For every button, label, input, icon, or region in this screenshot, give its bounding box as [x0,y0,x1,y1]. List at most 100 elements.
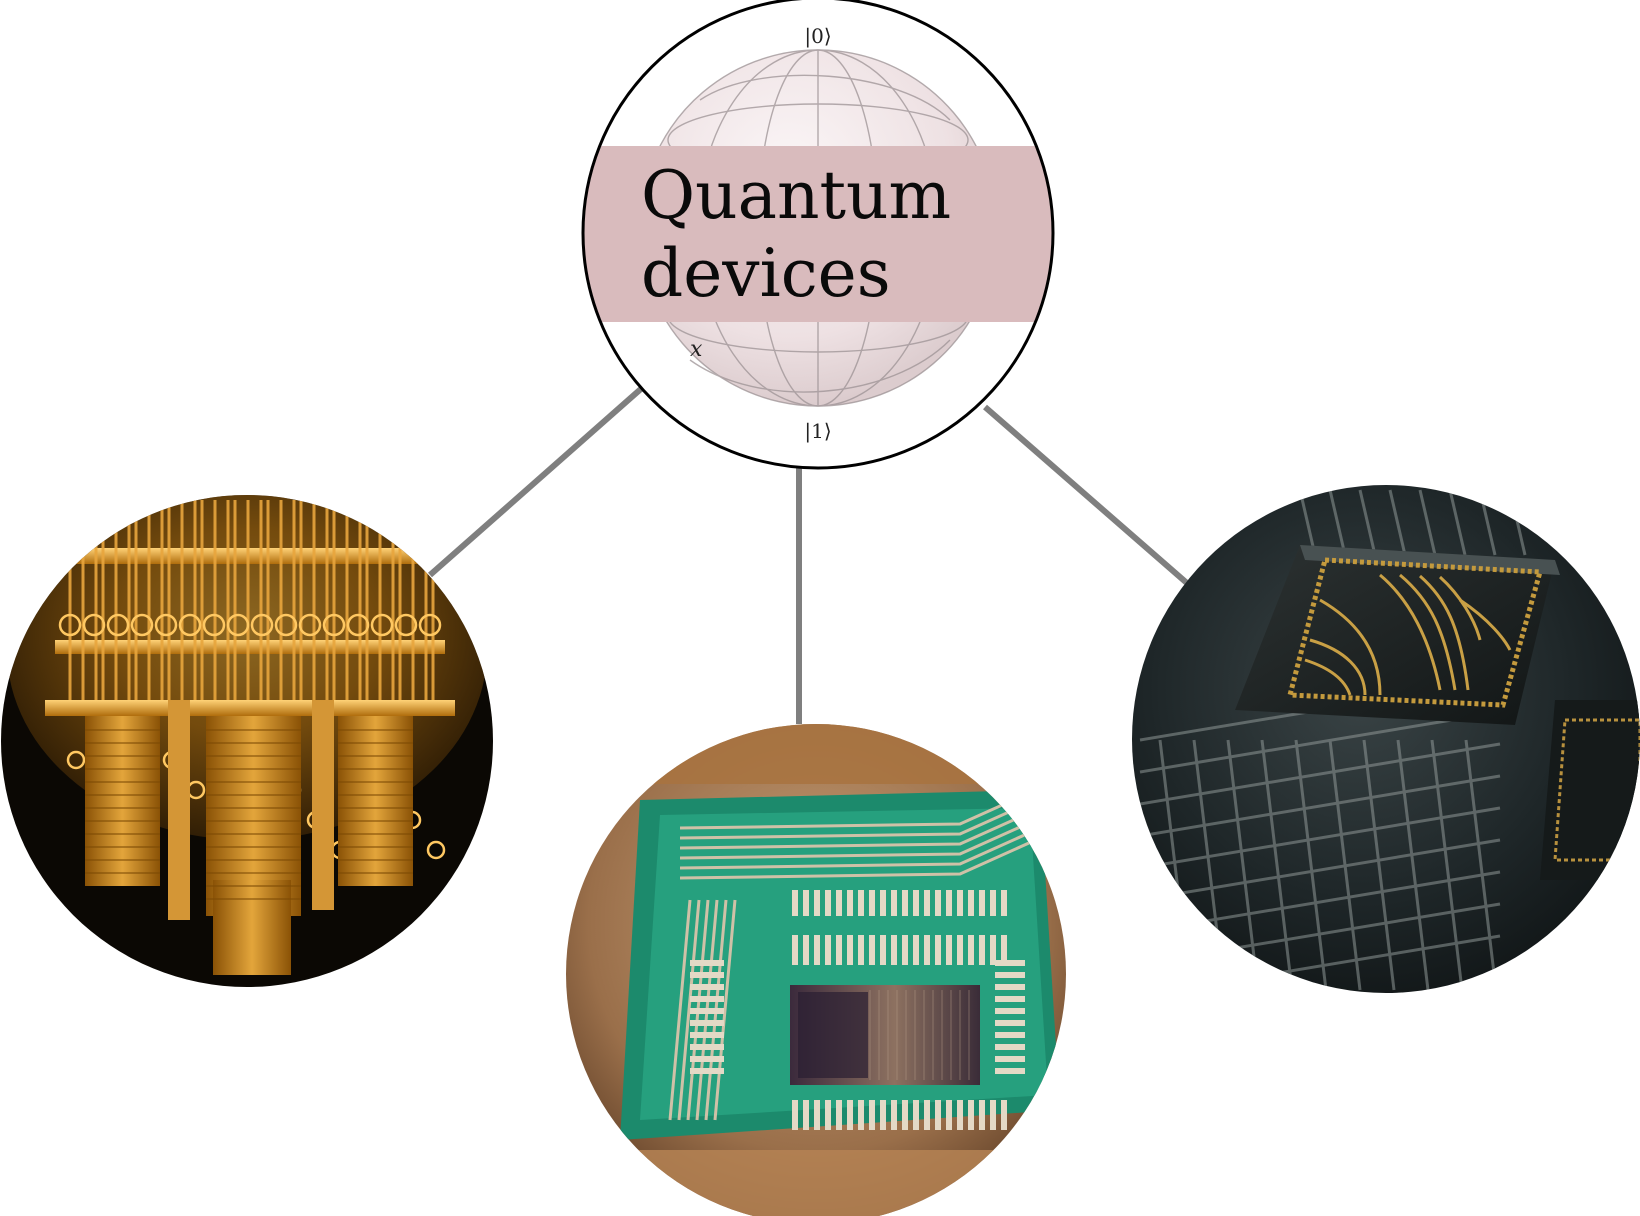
bond-pad [858,890,864,916]
bond-pad [792,890,798,916]
bond-pad [990,890,996,916]
bond-pad [836,935,842,965]
cryostat-coil [274,613,298,637]
cryostat-coil [66,750,86,770]
bond-pad [935,1100,941,1130]
bond-pad [946,935,952,965]
bond-pad [825,935,831,965]
cryostat-coil [154,613,178,637]
bond-pad [858,1100,864,1130]
ket-zero-label: |0⟩ [804,24,831,49]
bond-pad [913,890,919,916]
dilution-refrigerator-photo [1,495,493,987]
bond-pad [957,1100,963,1130]
mesh-strand [1396,739,1430,991]
bond-pad [880,935,886,965]
bond-pad [979,1100,985,1130]
bond-pad [690,1056,724,1062]
mesh-strand [1139,774,1501,838]
cryostat-coil [202,613,226,637]
bond-pad [690,996,724,1002]
bond-pad [1001,935,1007,965]
bond-pad [995,1032,1025,1038]
bond-pad [1001,1100,1007,1130]
bond-pad [847,890,853,916]
bond-pad [995,1020,1025,1026]
bond-pad [995,1056,1025,1062]
mesh-strand [1430,739,1464,991]
bond-pad [869,935,875,965]
bond-pad [968,1100,974,1130]
bond-pad [957,935,963,965]
bond-pad [792,935,798,965]
bond-pad [968,890,974,916]
pcb-trace [679,836,1041,880]
mesh-strand [1328,489,1347,556]
bond-pad [803,935,809,965]
bond-pad [891,935,897,965]
cryostat-coil [418,613,442,637]
cryostat-coil [58,613,82,637]
cryostat-coil [226,613,250,637]
mesh-strand [1260,739,1294,991]
cryostat-coil [106,613,130,637]
title-banner [583,146,1053,322]
bond-pad [995,972,1025,978]
mesh-strand [1388,489,1407,556]
bond-pad [825,890,831,916]
cryostat-coil [370,613,394,637]
bond-pad [803,1100,809,1130]
bond-pad [1001,890,1007,916]
bond-pad [814,890,820,916]
cryostat-coil [82,613,106,637]
title-line-1: Quantum [641,157,951,234]
mesh-strand [1139,838,1501,902]
cryostat-coil [426,840,446,860]
bond-pad [924,1100,930,1130]
bond-pad [690,972,724,978]
mesh-strand [1328,739,1362,991]
mesh-strand [1294,739,1328,991]
bond-pad [957,890,963,916]
bond-pad [902,890,908,916]
mesh-strand [1448,489,1467,556]
bond-pad [792,1100,798,1130]
bond-pad [979,890,985,916]
bond-pad [825,1100,831,1130]
pcb-trace [679,826,1041,870]
cryostat-coil [130,613,154,637]
bond-pad [935,890,941,916]
mesh-strand [1298,489,1317,556]
bond-pad [880,1100,886,1130]
bond-pad [847,935,853,965]
bond-pad [968,935,974,965]
bond-pad [990,1100,996,1130]
bond-pad [690,1008,724,1014]
bond-pad [946,1100,952,1130]
bond-pad [902,1100,908,1130]
mesh-strand [1358,489,1377,556]
bond-pad [913,935,919,965]
bond-pad [869,1100,875,1130]
bond-pad [690,1032,724,1038]
bond-pad [814,1100,820,1130]
bond-pad [836,1100,842,1130]
bloch-sphere-hub: |0⟩ |1⟩ x Quantum devices [581,0,1055,470]
bond-pad [924,935,930,965]
cryostat-coil [178,613,202,637]
bond-pad [902,935,908,965]
bond-pad [995,1044,1025,1050]
bond-pad [869,890,875,916]
pcb-trace [713,899,737,1121]
bond-pad [935,935,941,965]
bond-pad [803,890,809,916]
annealing-chip-photo [566,724,1066,1216]
mesh-strand [1139,710,1501,774]
pcb-trace [679,816,1041,860]
bond-pad [690,984,724,990]
title-line-2: devices [641,235,891,312]
cryostat-coil [322,613,346,637]
bond-pad [690,1068,724,1074]
bond-pad [880,890,886,916]
